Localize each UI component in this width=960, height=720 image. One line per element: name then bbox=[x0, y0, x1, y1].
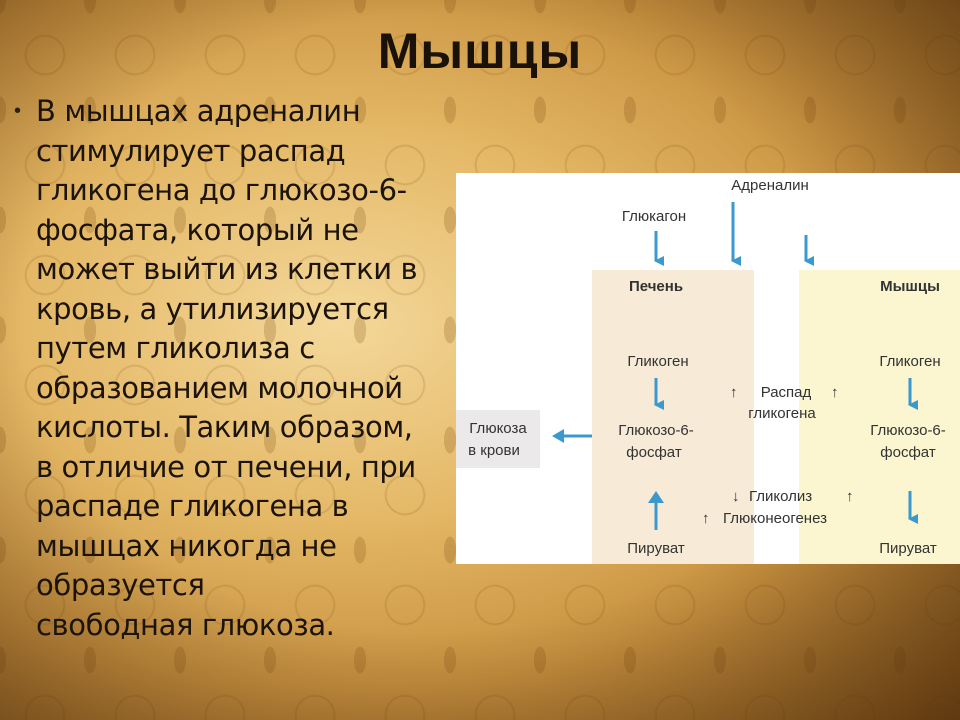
body-line: свободная глюкоза. bbox=[36, 607, 335, 642]
g6p-liver-1: Глюкозо-6- bbox=[618, 422, 694, 439]
metabolism-diagram: Адреналин Глюкагон Печень Мышцы Гликоген… bbox=[456, 173, 960, 564]
gluconeogenesis-arrow: ↑ bbox=[702, 510, 710, 527]
body-line: гликогена до глюкозо-6- bbox=[36, 173, 407, 207]
pyruvate-muscle: Пируват bbox=[879, 540, 937, 557]
bullet-marker: • bbox=[14, 100, 22, 122]
glycolysis-arrow-left: ↓ bbox=[732, 488, 740, 505]
muscle-panel bbox=[799, 270, 960, 564]
body-line: путем гликолиза с bbox=[36, 331, 315, 365]
breakdown-label-1: Распад bbox=[761, 384, 812, 401]
blood-glucose-1: Глюкоза bbox=[469, 420, 527, 437]
body-line: стимулирует распад bbox=[36, 133, 346, 168]
adrenaline-label: Адреналин bbox=[731, 177, 808, 194]
hormone-arrows bbox=[654, 202, 814, 266]
body-line: образованием молочной bbox=[36, 370, 403, 405]
liver-panel bbox=[592, 270, 754, 564]
glucagon-label: Глюкагон bbox=[622, 208, 686, 225]
body-line: мышцах никогда не bbox=[36, 528, 337, 563]
g6p-muscle-2: фосфат bbox=[880, 444, 936, 461]
glycogen-muscle: Гликоген bbox=[879, 353, 940, 370]
gluconeogenesis-label: Глюконеогенез bbox=[723, 510, 827, 527]
liver-header: Печень bbox=[629, 278, 683, 295]
breakdown-arrow-left: ↑ bbox=[730, 384, 738, 401]
body-line: образуется bbox=[36, 568, 205, 602]
breakdown-arrow-right: ↑ bbox=[831, 384, 839, 401]
body-line: в отличие от печени, при bbox=[36, 449, 416, 484]
body-line: фосфата, который не bbox=[36, 212, 359, 247]
g6p-liver-2: фосфат bbox=[626, 444, 682, 461]
body-line: может выйти из клетки в bbox=[36, 252, 418, 286]
g6p-muscle-1: Глюкозо-6- bbox=[870, 422, 946, 439]
glycolysis-label: Гликолиз bbox=[749, 488, 812, 505]
body-paragraph: В мышцах адреналин стимулирует распад гл… bbox=[36, 92, 456, 645]
glycolysis-arrow-right: ↑ bbox=[846, 488, 854, 505]
breakdown-label-2: гликогена bbox=[748, 405, 816, 422]
diagram-svg: Адреналин Глюкагон Печень Мышцы Гликоген… bbox=[456, 177, 960, 564]
blood-glucose-2: в крови bbox=[468, 442, 520, 459]
blood-arrow-head bbox=[552, 429, 564, 443]
muscles-header: Мышцы bbox=[880, 278, 940, 295]
body-line: В мышцах адреналин bbox=[36, 94, 361, 128]
blood-glucose-box bbox=[456, 410, 540, 468]
pyruvate-liver: Пируват bbox=[627, 540, 685, 557]
body-line: кровь, а утилизируется bbox=[36, 291, 389, 326]
body-line: кислоты. Таким образом, bbox=[36, 410, 413, 444]
glycogen-arrows bbox=[654, 378, 918, 410]
body-line: распаде гликогена в bbox=[36, 489, 349, 523]
liver-pyruvate-arrow-head bbox=[648, 491, 664, 503]
glycogen-liver: Гликоген bbox=[627, 353, 688, 370]
slide-title: Мышцы bbox=[377, 23, 583, 79]
